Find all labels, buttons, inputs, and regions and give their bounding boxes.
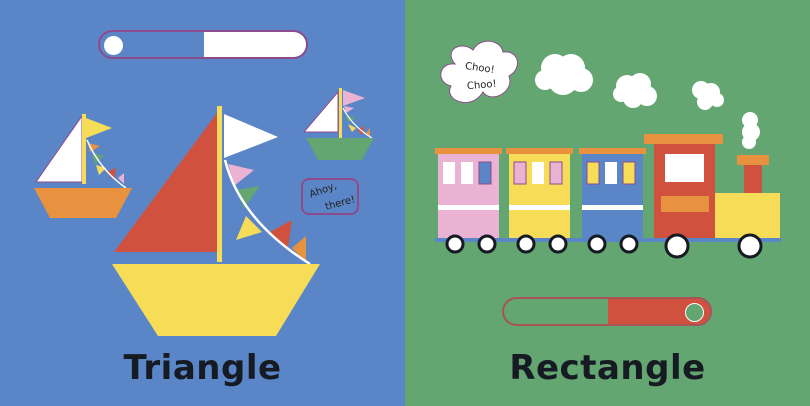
triangle-toggle[interactable] [98,30,308,59]
bubble-line-2: Choo! [466,78,498,93]
ahoy-speech-bubble: Ahoy, there! [301,178,359,215]
page-title-rectangle: Rectangle [509,348,706,388]
train-illustration [435,40,781,259]
yellow-carriage-icon [506,148,573,238]
train-wheels-icon [445,233,763,259]
page-title-triangle: Triangle [123,348,282,388]
small-sailboat-orange-icon [34,114,132,218]
rectangle-toggle[interactable] [502,297,712,326]
choo-speech-bubble: Choo! Choo! [455,60,515,100]
rectangle-page: Choo! Choo! Rectangle [405,0,810,406]
toggle-fill [204,32,306,57]
bubble-line-2: there! [324,194,357,213]
small-sailboat-green-icon [302,88,374,160]
large-sailboat-icon [112,106,320,336]
toggle-knob[interactable] [104,36,123,55]
pink-carriage-icon [435,148,502,238]
triangle-page: Ahoy, there! Triangle [0,0,405,406]
train-base [435,238,781,242]
sailboats-illustration [34,88,374,336]
locomotive-icon [644,134,780,240]
toggle-knob[interactable] [685,303,704,322]
choo-cloud-icon [440,40,518,103]
blue-carriage-icon [579,148,646,238]
bubble-line-1: Choo! [464,60,496,77]
smoke-puff-icons [535,54,760,149]
